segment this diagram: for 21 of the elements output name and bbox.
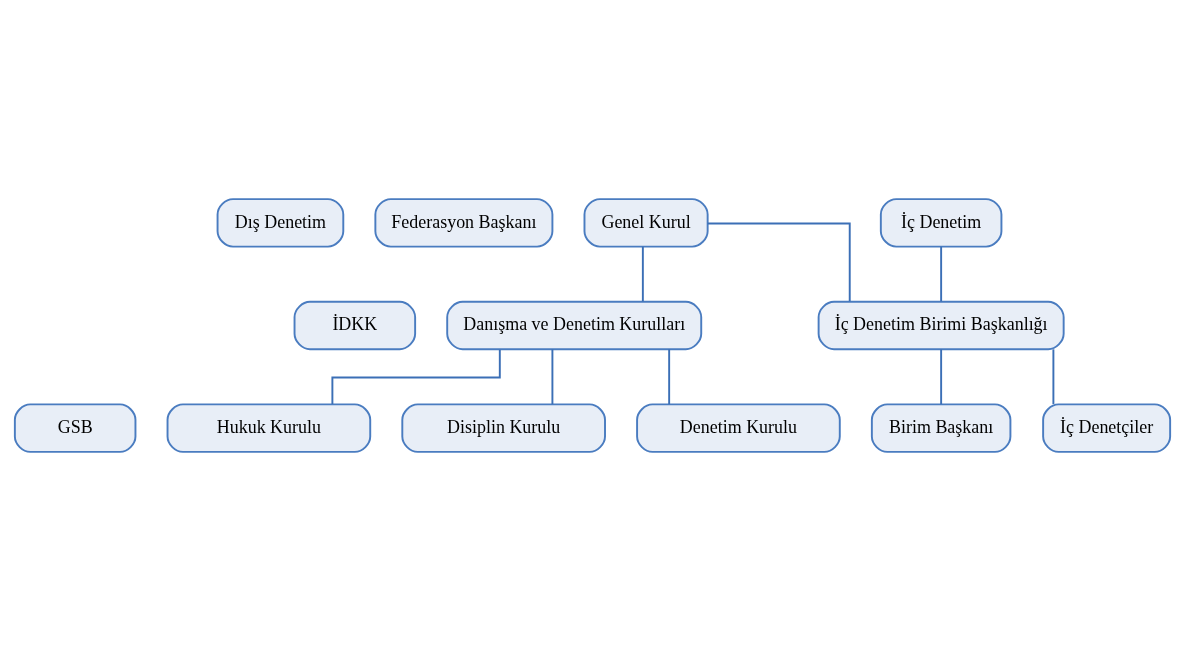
node-box: Federasyon Başkanı <box>374 197 554 248</box>
connector <box>331 348 501 405</box>
connector <box>940 245 943 302</box>
connector <box>1052 347 1055 405</box>
node-box: Denetim Kurulu <box>636 402 841 453</box>
node-box: Disiplin Kurulu <box>401 402 606 453</box>
node-box: Genel Kurul <box>583 197 709 248</box>
node-box: Hukuk Kurulu <box>166 402 372 453</box>
connector <box>668 347 671 405</box>
node-box: Birim Başkanı <box>870 402 1012 453</box>
node-box: GSB <box>13 402 137 453</box>
connector <box>940 347 943 405</box>
connector <box>706 222 851 302</box>
connector <box>641 245 644 302</box>
node-box: İç Denetim <box>879 197 1003 248</box>
node-box: Danışma ve Denetim Kurulları <box>446 300 703 350</box>
node-box: İç Denetçiler <box>1042 402 1172 453</box>
node-box: Dış Denetim <box>216 197 345 248</box>
node-box: İç Denetim Birimi Başkanlığı <box>817 300 1065 350</box>
node-box: İDKK <box>293 300 417 350</box>
connector <box>551 347 554 405</box>
